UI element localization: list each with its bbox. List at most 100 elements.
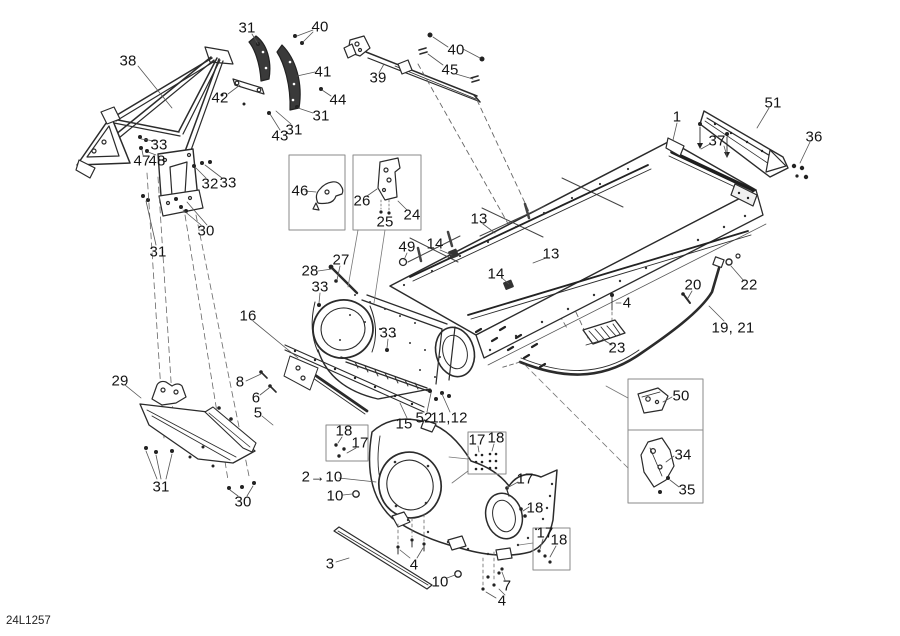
bulkhead-rivets [339, 294, 441, 378]
part-callout-33: 33 [311, 278, 329, 296]
part-callout-13: 13 [542, 245, 560, 263]
frame-tube-and-footrest [499, 253, 741, 376]
pyramid-fasteners [138, 135, 212, 213]
part-callout-7: 7 [502, 577, 512, 595]
part-callout-17: 17 [536, 524, 554, 542]
part-callout-36: 36 [805, 128, 823, 146]
rail-clamp [503, 279, 514, 290]
part-callout-6: 6 [251, 389, 261, 407]
part-callout-11-12: 11,12 [430, 409, 468, 427]
part-callout-18: 18 [335, 422, 353, 440]
plate-fasteners [144, 370, 272, 490]
part-callout-43: 43 [271, 127, 289, 145]
running-board-strips [283, 344, 425, 415]
part-callout-40: 40 [311, 18, 329, 36]
part-callout-37: 37 [708, 132, 726, 150]
part-callout-31: 31 [152, 478, 170, 496]
part-callout-39: 39 [369, 69, 387, 87]
part-callout-33: 33 [219, 174, 237, 192]
detail-boxes [288, 154, 704, 571]
part-callout-26: 26 [353, 192, 371, 210]
part-callout-34: 34 [674, 446, 692, 464]
grommet-10 [352, 490, 360, 498]
part-callout-51: 51 [764, 94, 782, 112]
part-callout-4: 4 [409, 556, 419, 574]
support-rod [330, 266, 359, 295]
tunnel-rails [409, 164, 752, 320]
part-callout-2-10: 2→10 [301, 468, 343, 486]
part-callout-17: 17 [468, 431, 486, 449]
part-callout-31: 31 [312, 107, 330, 125]
part-callout-17: 17 [516, 470, 534, 488]
lower-left-plate [139, 370, 277, 490]
part-callout-25: 25 [376, 213, 394, 231]
part-callout-38: 38 [119, 52, 137, 70]
part-callout-4: 4 [622, 294, 632, 312]
tunnel-assembly [389, 110, 809, 369]
part-callout-28: 28 [301, 262, 319, 280]
detail-box-contents [312, 157, 675, 564]
part-callout-27: 27 [332, 251, 350, 269]
rear-bumper [699, 110, 789, 178]
part-callout-47: 47 [133, 152, 151, 170]
part-callout-22: 22 [740, 276, 758, 294]
part-callout-29: 29 [111, 372, 129, 390]
box-leader-lines [347, 229, 629, 546]
part-callout-10: 10 [326, 487, 344, 505]
part-callout-14: 14 [426, 235, 444, 253]
figure-code: 24L1257 [6, 615, 51, 627]
rear-nuts-36 [791, 163, 809, 180]
part-callout-15: 15 [395, 415, 413, 433]
part-callout-40: 40 [447, 41, 465, 59]
part-callout-16: 16 [239, 307, 257, 325]
part-callout-42: 42 [211, 89, 229, 107]
part-callout-48: 48 [148, 152, 166, 170]
part-callout-31: 31 [149, 243, 167, 261]
part-callout-49: 49 [398, 238, 416, 256]
part-callout-23: 23 [608, 339, 626, 357]
part-callout-30: 30 [234, 493, 252, 511]
part-callout-44: 44 [329, 91, 347, 109]
pan-rivets [393, 460, 554, 556]
part-callout-13: 13 [470, 210, 488, 228]
part-callout-3: 3 [325, 555, 335, 573]
o-ring-49 [398, 257, 408, 267]
part-callout-35: 35 [678, 481, 696, 499]
part-callout-30: 30 [197, 222, 215, 240]
part-callout-41: 41 [314, 63, 332, 81]
part-callout-46: 46 [291, 182, 309, 200]
part-callout-24: 24 [403, 206, 421, 224]
part-callout-4: 4 [497, 592, 507, 610]
part-callout-50: 50 [672, 387, 690, 405]
floor-ladder [354, 361, 419, 390]
part-callout-18: 18 [526, 499, 544, 517]
part-callout-14: 14 [487, 265, 505, 283]
hanging-bolts [396, 538, 504, 591]
front-pyramid-frame [75, 46, 250, 481]
bulkhead-upper [283, 257, 476, 415]
bulkhead-fasteners [317, 303, 451, 401]
lower-pan-module [333, 418, 558, 591]
part-callout-52: 52 [415, 409, 433, 427]
rail-clamp [448, 248, 459, 259]
part-callout-19-21: 19, 21 [711, 319, 755, 337]
grommet-10 [454, 570, 462, 578]
part-callout-45: 45 [441, 61, 459, 79]
part-callout-18: 18 [487, 429, 505, 447]
part-callout-33: 33 [379, 324, 397, 342]
part-callout-8: 8 [235, 373, 245, 391]
callout-leader-lines [124, 29, 811, 599]
part-callout-18: 18 [550, 531, 568, 549]
part-callout-17: 17 [351, 434, 369, 452]
deck-cross-strips [407, 175, 626, 263]
part-callout-33: 33 [150, 136, 168, 154]
part-callout-10: 10 [431, 573, 449, 591]
part-callout-20: 20 [684, 276, 702, 294]
part-callout-1: 1 [672, 108, 682, 126]
part-callout-31: 31 [238, 19, 256, 37]
part-callout-32: 32 [201, 175, 219, 193]
part-callout-31: 31 [285, 121, 303, 139]
